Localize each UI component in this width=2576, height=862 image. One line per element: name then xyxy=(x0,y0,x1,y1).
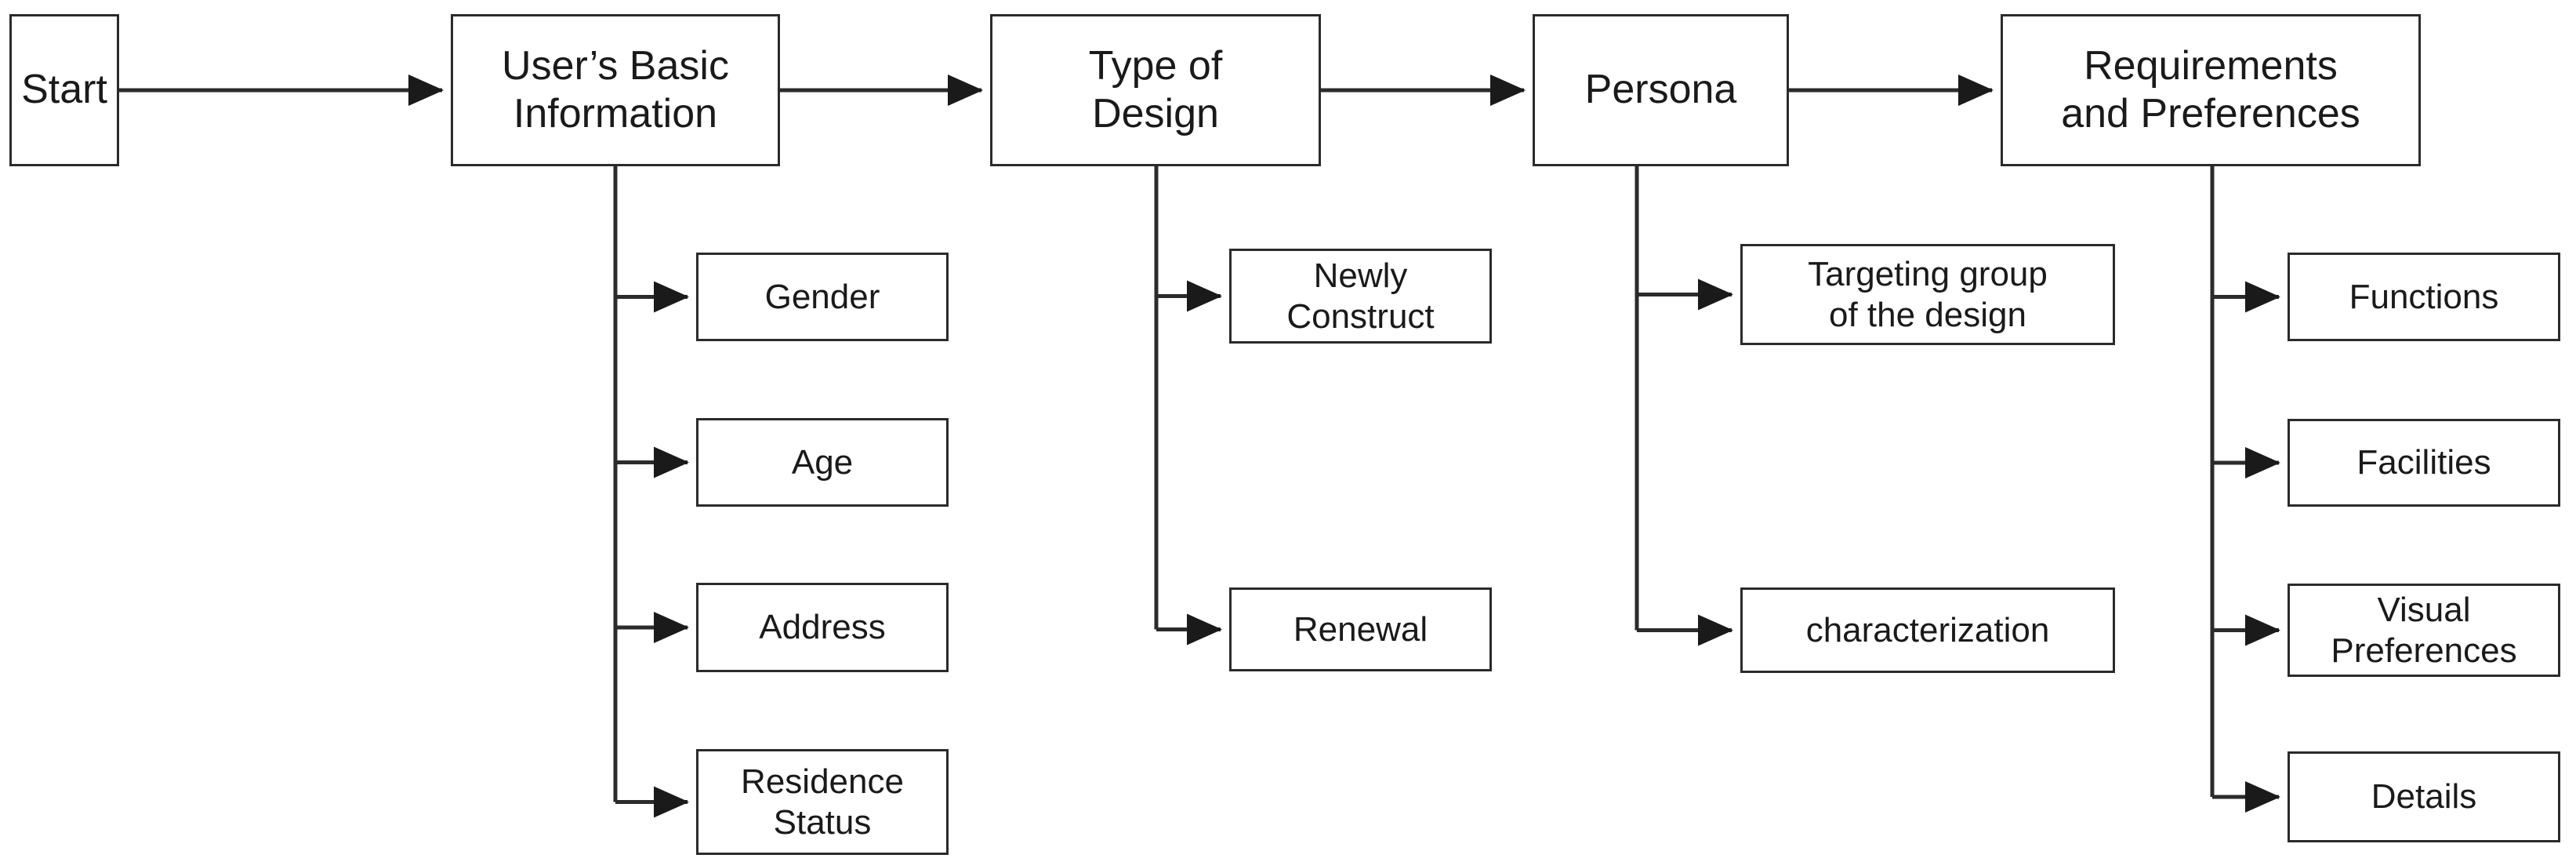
node-label: Gender xyxy=(764,277,880,316)
node-requirements-and-preferences[interactable]: Requirements and Preferences xyxy=(2001,14,2421,166)
node-targeting-group-of-the-design[interactable]: Targeting group of the design xyxy=(1740,244,2115,345)
connector-group xyxy=(119,75,2280,818)
node-label: Renewal xyxy=(1293,609,1428,649)
node-label: characterization xyxy=(1805,610,2050,649)
node-label: Requirements and Preferences xyxy=(2061,42,2360,136)
node-residence-status[interactable]: Residence Status xyxy=(696,749,949,855)
node-label: Persona xyxy=(1584,67,1737,113)
node-label: Functions xyxy=(2349,277,2499,316)
node-label: Type of Design xyxy=(1088,42,1223,136)
node-start[interactable]: Start xyxy=(9,14,119,166)
node-renewal[interactable]: Renewal xyxy=(1229,587,1492,671)
node-newly-construct[interactable]: Newly Construct xyxy=(1229,249,1492,344)
node-characterization[interactable]: characterization xyxy=(1740,587,2115,673)
node-visual-preferences[interactable]: Visual Preferences xyxy=(2288,584,2560,677)
node-age[interactable]: Age xyxy=(696,418,949,507)
node-gender[interactable]: Gender xyxy=(696,253,949,341)
node-user-basic-information[interactable]: User’s Basic Information xyxy=(451,14,780,166)
node-facilities[interactable]: Facilities xyxy=(2288,419,2560,507)
node-label: Targeting group of the design xyxy=(1808,254,2048,334)
node-label: Age xyxy=(791,442,854,482)
node-persona[interactable]: Persona xyxy=(1533,14,1789,166)
node-address[interactable]: Address xyxy=(696,583,949,672)
node-label: Newly Construct xyxy=(1286,256,1435,336)
node-label: Facilities xyxy=(2356,443,2491,482)
node-label: Visual Preferences xyxy=(2331,590,2517,670)
node-functions[interactable]: Functions xyxy=(2288,253,2560,341)
node-label: Address xyxy=(759,608,886,647)
node-label: User’s Basic Information xyxy=(502,42,729,136)
node-type-of-design[interactable]: Type of Design xyxy=(990,14,1321,166)
node-label: Start xyxy=(21,67,107,113)
node-label: Details xyxy=(2371,777,2477,817)
node-label: Residence Status xyxy=(741,762,904,842)
node-details[interactable]: Details xyxy=(2288,751,2560,842)
